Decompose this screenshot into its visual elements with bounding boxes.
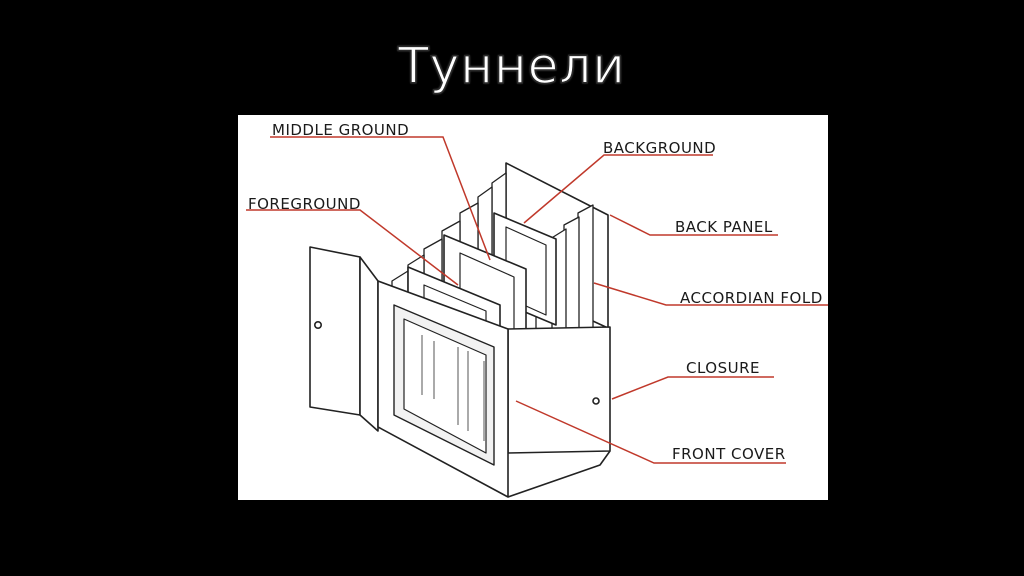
leader-middle-ground	[270, 136, 491, 261]
label-background: BACKGROUND	[603, 139, 717, 157]
leader-background	[523, 154, 713, 224]
leader-foreground	[246, 209, 459, 286]
label-front-cover: FRONT COVER	[672, 445, 786, 463]
closure-flap	[507, 326, 611, 454]
leader-front-cover	[515, 400, 786, 464]
label-foreground: FOREGROUND	[248, 195, 361, 213]
leader-accordian-fold	[593, 282, 828, 306]
front-cover-door	[309, 246, 361, 416]
tunnel-book-diagram: MIDDLE GROUND FOREGROUND BACKGROUND BACK…	[238, 115, 828, 500]
slide-title: Туннели	[397, 36, 626, 96]
label-accordian-fold: ACCORDIAN FOLD	[680, 289, 823, 307]
tunnel-book-drawing	[246, 136, 828, 498]
label-middle-ground: MIDDLE GROUND	[272, 121, 410, 139]
leader-back-panel	[609, 214, 778, 236]
label-back-panel: BACK PANEL	[675, 218, 773, 236]
leader-closure	[611, 376, 774, 400]
label-closure: CLOSURE	[686, 359, 761, 377]
